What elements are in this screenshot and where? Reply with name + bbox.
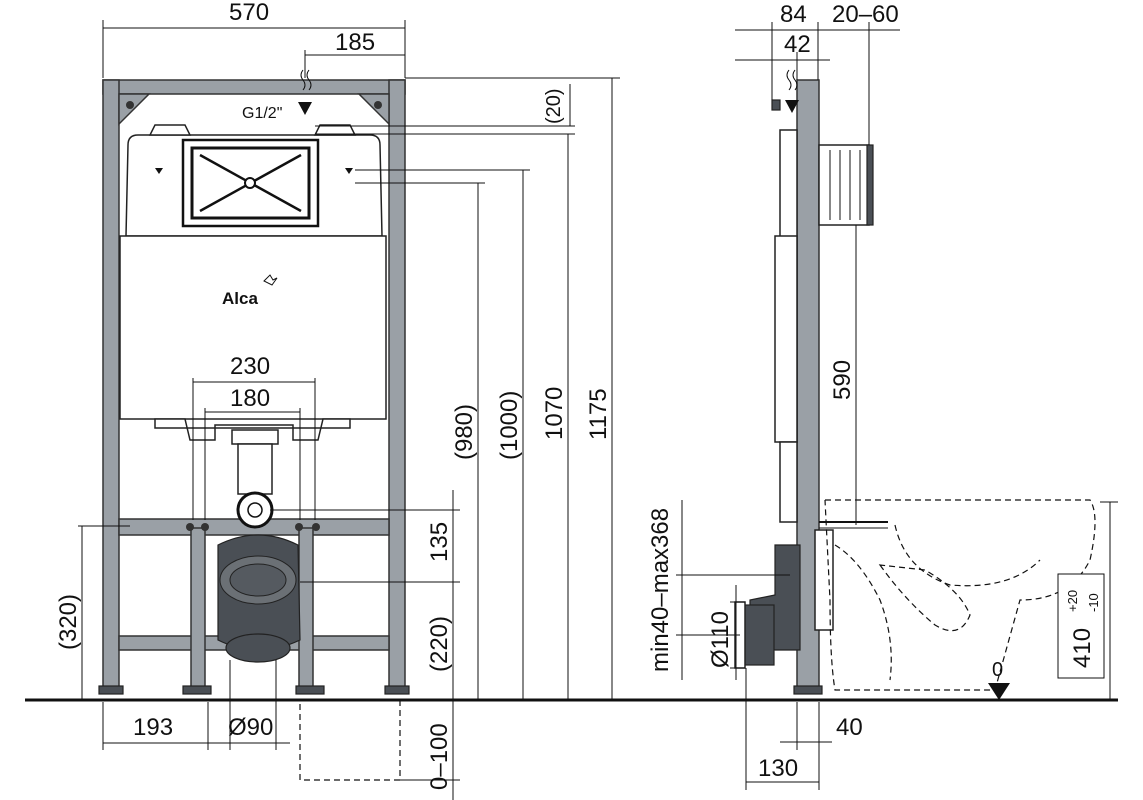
dim-84: 84 <box>780 1 807 28</box>
brand-logo: Alca <box>222 289 258 308</box>
drain-pipes <box>217 429 301 663</box>
dim-1070: 1070 <box>541 387 568 440</box>
dim-135: 135 <box>426 522 453 562</box>
dim-180: 180 <box>230 385 270 412</box>
dim-590: 590 <box>829 360 856 400</box>
dim-230: 230 <box>230 353 270 380</box>
dim-320: (320) <box>55 594 82 650</box>
dim-o90: Ø90 <box>228 714 273 741</box>
seat-tol-minus: -10 <box>1086 593 1101 612</box>
dim-220: (220) <box>426 616 453 672</box>
seat-tol-plus: +20 <box>1065 590 1080 612</box>
front-dimensions: 570 185 G1/2" (20) 1175 1070 (1000) (980… <box>55 0 620 800</box>
zero-mark: 0 <box>992 659 1003 681</box>
dim-0-100: 0–100 <box>426 723 453 790</box>
floor-adjust-box <box>299 699 401 781</box>
dim-185: 185 <box>335 29 375 56</box>
seat-height-base: 410 <box>1069 628 1096 668</box>
dim-outlet-range: min40–max368 <box>647 508 674 672</box>
side-dimensions: 84 20–60 42 590 min40–max368 Ø110 410 +2… <box>647 1 1118 790</box>
thread-label: G1/2" <box>242 105 282 122</box>
dim-1175: 1175 <box>585 388 612 440</box>
toilet-outline: 0 <box>824 499 1096 700</box>
dim-980: (980) <box>451 404 478 460</box>
dim-40: 40 <box>836 714 863 741</box>
dim-570: 570 <box>229 0 269 26</box>
dim-20: (20) <box>543 88 565 124</box>
side-frame <box>734 69 888 695</box>
dim-193: 193 <box>133 714 173 741</box>
dim-20-60: 20–60 <box>832 1 899 28</box>
dim-1000: (1000) <box>496 391 523 460</box>
cistern-tank: Alca <box>119 124 387 441</box>
dim-o110: Ø110 <box>707 611 734 668</box>
dim-130: 130 <box>758 755 798 782</box>
dim-42: 42 <box>784 31 811 58</box>
